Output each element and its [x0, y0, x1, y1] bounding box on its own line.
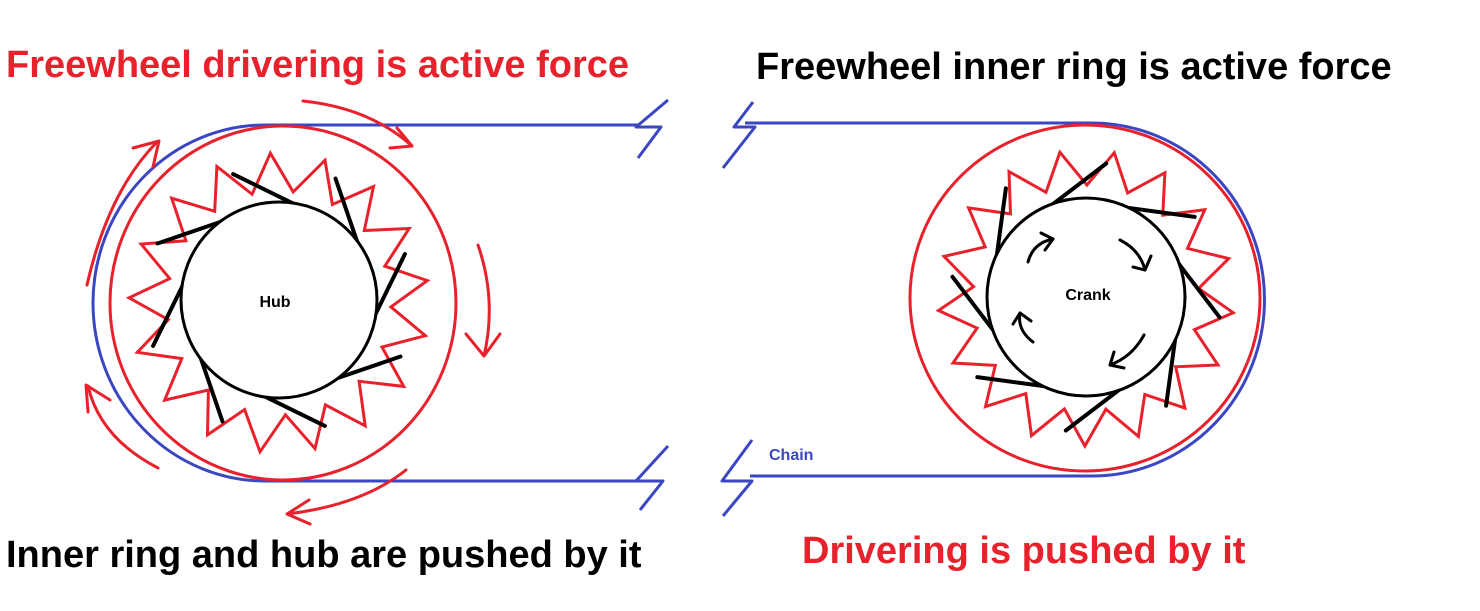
crank-arrow-top-left-head	[1039, 231, 1055, 252]
chain-label: Chain	[769, 447, 813, 464]
rotation-arrows-left	[84, 99, 502, 526]
pawl	[1164, 331, 1178, 408]
pawl	[1173, 257, 1222, 320]
hub-circle	[179, 200, 379, 400]
pawls-right	[950, 161, 1222, 433]
pawl	[333, 176, 361, 249]
pawl	[1063, 384, 1126, 433]
break-bottom-right	[720, 439, 754, 517]
crank-arrow-bottom-right-head	[1108, 350, 1126, 370]
break-top-right	[721, 101, 757, 169]
arrow-lower-left	[86, 384, 160, 470]
arrow-top-left	[301, 99, 414, 148]
chain-wrap-left	[91, 123, 640, 483]
pawl	[231, 172, 301, 208]
drivering-outer-circle-left	[108, 124, 458, 482]
pawls-left	[151, 172, 407, 428]
arrow-bottom	[285, 468, 408, 516]
ratchet-teeth-right	[935, 149, 1237, 450]
caption-bottom-right: Drivering is pushed by it	[802, 530, 1246, 572]
arrow-upper-left	[85, 140, 159, 287]
hub-label: Hub	[259, 294, 290, 311]
arrow-lower-left-head	[84, 383, 112, 414]
right-freewheel: Crank Chain	[720, 101, 1266, 517]
crank-arrow-top-right-head	[1131, 254, 1153, 272]
chain-break-right	[720, 101, 757, 517]
pawl	[197, 351, 225, 424]
caption-top-left: Freewheel drivering is active force	[6, 44, 630, 86]
pawl	[1120, 205, 1197, 219]
arrow-right-side-head	[464, 332, 502, 358]
pawl	[950, 274, 999, 337]
caption-bottom-left: Inner ring and hub are pushed by it	[6, 534, 642, 576]
ratchet-teeth-left	[125, 149, 431, 456]
arrow-top-left-head	[388, 126, 414, 150]
crank-label: Crank	[1065, 287, 1110, 304]
break-bottom-left	[634, 444, 670, 511]
crank-arrow-bottom-right	[1108, 333, 1146, 367]
pawl	[975, 375, 1052, 389]
pawl	[330, 354, 403, 382]
arrow-bottom-head	[285, 498, 312, 526]
drivering-outer-circle-right	[908, 123, 1262, 473]
pawl	[155, 218, 228, 246]
pawl	[151, 278, 187, 348]
chain-break-left	[634, 98, 670, 511]
chain-wrap-right	[745, 121, 1266, 478]
caption-top-right: Freewheel inner ring is active force	[756, 46, 1392, 88]
crank-arrow-top-left	[1026, 237, 1055, 264]
pawl	[1046, 161, 1109, 210]
arrow-right-side	[476, 243, 491, 358]
break-top-left	[634, 98, 669, 159]
rotation-arrows-crank	[1011, 231, 1153, 370]
left-freewheel: Hub	[84, 98, 670, 526]
crank-arrow-bottom-left-head	[1011, 311, 1033, 326]
crank-arrow-top-right	[1118, 238, 1147, 272]
pawl	[371, 252, 407, 322]
pawl	[257, 392, 327, 428]
arrow-upper-left-head	[131, 139, 161, 169]
pawl	[994, 186, 1008, 263]
